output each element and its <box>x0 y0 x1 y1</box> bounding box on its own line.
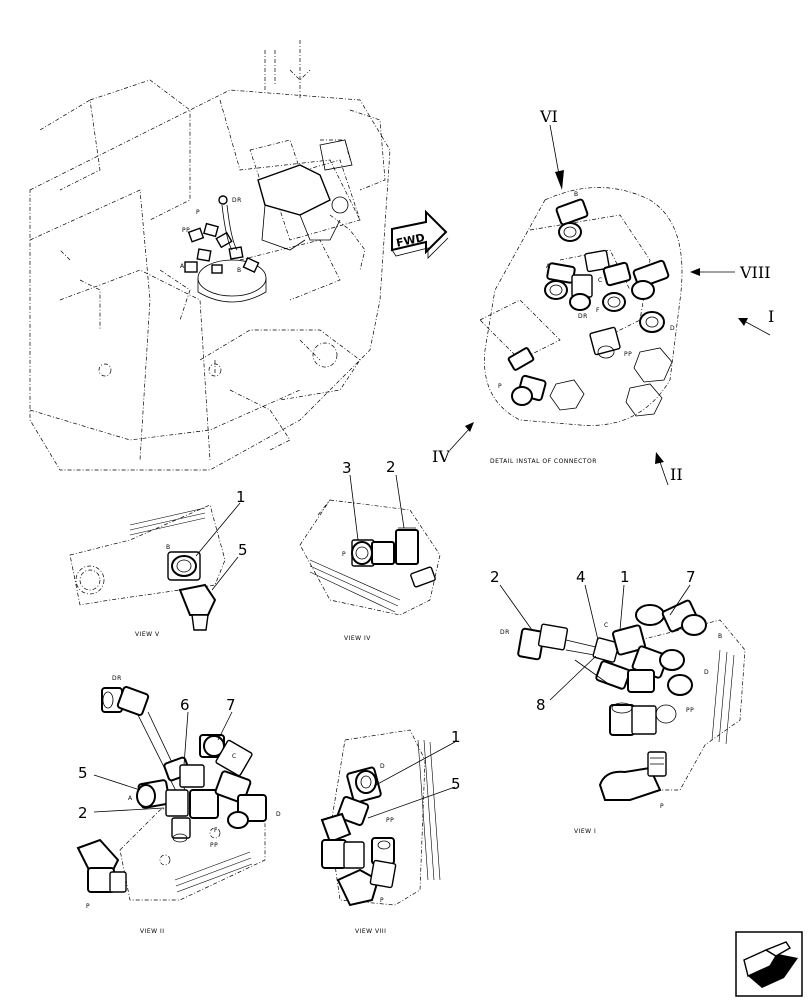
view-v-port-b: B <box>166 544 171 551</box>
view-ii-port-d: D <box>276 811 281 818</box>
view-v-callout-5: 5 <box>238 541 248 559</box>
view-ii-callout-6: 6 <box>180 696 190 714</box>
detail-port-f: F <box>596 307 600 314</box>
svg-text:IV: IV <box>432 447 450 466</box>
svg-text:VI: VI <box>539 107 558 126</box>
view-ii-callout-5: 5 <box>78 764 88 782</box>
view-viii-port-p: P <box>380 897 384 904</box>
view-i-port-dr: DR <box>500 629 510 636</box>
detail-port-pp: PP <box>624 351 632 358</box>
view-ii-port-pp: PP <box>210 842 218 849</box>
view-iv-callout-3: 3 <box>342 459 352 477</box>
detail-port-a: A <box>546 263 551 270</box>
top-left-port-a: A <box>180 263 185 270</box>
view-i-right: 2 4 1 7 8 DR C B D PP P VIEW I <box>490 568 746 835</box>
view-ii-caption: VIEW II <box>140 928 165 935</box>
view-v-caption: VIEW V <box>135 631 160 638</box>
view-ii-port-c: C <box>232 753 237 760</box>
svg-text:I: I <box>768 307 774 326</box>
view-i-port-p: P <box>660 803 664 810</box>
view-i-callout-7: 7 <box>686 568 696 586</box>
view-ii-callout-7: 7 <box>226 696 236 714</box>
next-page-arrow-icon[interactable] <box>735 931 803 997</box>
top-left-port-p: P <box>196 209 200 216</box>
detail-caption: DETAIL INSTAL OF CONNECTOR <box>490 458 597 465</box>
view-i-port-b: B <box>718 633 723 640</box>
view-i-right-caption: VIEW I <box>574 828 596 835</box>
detail-connectors <box>507 198 670 406</box>
view-v: 1 5 B VIEW V <box>69 488 248 638</box>
detail-port-d: D <box>670 325 675 332</box>
top-left-port-pp: PP <box>182 227 190 234</box>
detail-port-dr: DR <box>578 313 588 320</box>
view-viii-caption: VIEW VIII <box>355 928 386 935</box>
fwd-label: FWD <box>395 231 426 250</box>
view-arrow-i: I <box>738 307 774 336</box>
view-i-callout-2: 2 <box>490 568 500 586</box>
view-viii-callout-1: 1 <box>451 728 461 746</box>
detail-install-connector: B A C DR F PP D P VI VIII I II <box>432 107 774 486</box>
view-v-callout-1: 1 <box>236 488 246 506</box>
view-i-port-d: D <box>704 669 709 676</box>
view-ii-port-a: A <box>128 795 133 802</box>
view-i-callout-4: 4 <box>576 568 586 586</box>
view-viii: 1 5 D PP P VIEW VIII <box>320 728 461 935</box>
view-iv: 3 2 P VIEW IV <box>299 458 441 642</box>
detail-port-c: C <box>598 277 603 284</box>
view-i-callout-1: 1 <box>620 568 630 586</box>
view-arrow-vi: VI <box>539 107 564 190</box>
view-ii-port-dr: DR <box>112 675 122 682</box>
detail-port-b: B <box>574 191 579 198</box>
view-ii: 6 7 5 2 DR C A F PP D P VIEW II <box>76 675 281 935</box>
machine-assembly: P PP A B DR <box>29 40 391 471</box>
view-i-callout-8: 8 <box>536 696 546 714</box>
top-left-port-dr: DR <box>232 197 242 204</box>
svg-text:VIII: VIII <box>739 263 771 282</box>
view-iv-callout-2: 2 <box>386 458 396 476</box>
view-viii-callout-5: 5 <box>451 775 461 793</box>
view-ii-port-f: F <box>214 827 218 834</box>
view-viii-port-d: D <box>380 763 385 770</box>
view-iv-port-p: P <box>342 551 346 558</box>
view-viii-port-pp: PP <box>386 817 394 824</box>
forward-direction-arrow: FWD <box>391 209 449 259</box>
view-arrow-iv: IV <box>432 422 474 466</box>
top-left-port-b: B <box>237 267 242 274</box>
svg-text:II: II <box>670 465 683 484</box>
view-arrow-viii: VIII <box>690 263 771 282</box>
detail-port-p: P <box>498 383 502 390</box>
view-iv-caption: VIEW IV <box>344 635 371 642</box>
view-ii-port-p: P <box>86 903 90 910</box>
top-left-connector-cluster <box>184 195 260 274</box>
view-ii-callout-2: 2 <box>78 804 88 822</box>
view-i-port-c: C <box>604 622 609 629</box>
view-i-port-pp: PP <box>686 707 694 714</box>
view-arrow-ii: II <box>655 452 683 486</box>
